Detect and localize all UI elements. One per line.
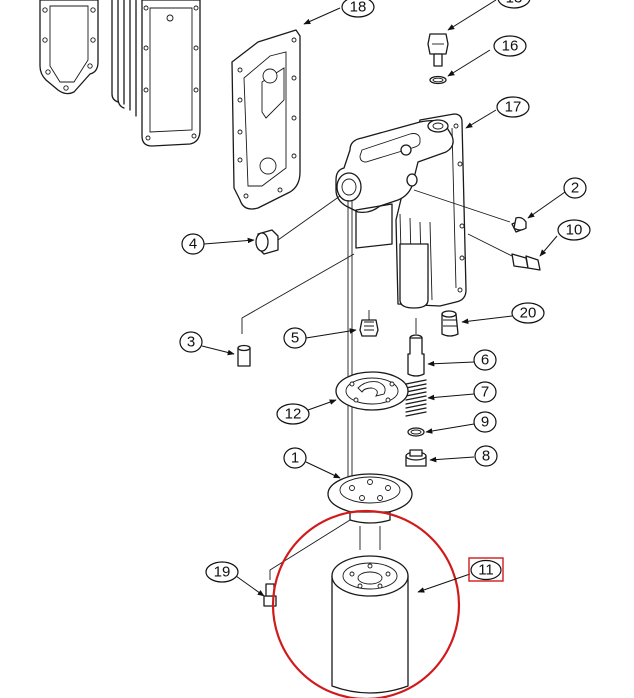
- callout-2: 2: [527, 177, 587, 219]
- o-ring-9: [407, 427, 425, 437]
- plug-4: [255, 195, 341, 255]
- callout-20: 20: [461, 302, 545, 325]
- callout-12: 12: [276, 399, 337, 425]
- callout-8-label: 8: [482, 448, 490, 465]
- bolt-10: [467, 233, 541, 271]
- fitting-5: [359, 310, 379, 337]
- callout-10-label: 10: [566, 222, 583, 239]
- callout-3: 3: [179, 331, 235, 356]
- callout-8: 8: [429, 445, 498, 467]
- valve-cap-20: [441, 310, 459, 337]
- callout-9-label: 9: [481, 414, 489, 431]
- callout-18: 18: [303, 0, 375, 25]
- callout-19: 19: [205, 561, 265, 597]
- callout-4-label: 4: [189, 236, 197, 253]
- callout-11-highlight-box: [468, 557, 504, 582]
- plug-bolt-13: [427, 33, 449, 67]
- valve-plunger-6: [407, 318, 425, 377]
- callout-9: 9: [425, 411, 497, 434]
- callout-5: 5: [283, 327, 357, 349]
- callout-6-label: 6: [481, 352, 489, 369]
- callout-2-label: 2: [571, 180, 579, 197]
- callout-7: 7: [427, 381, 497, 403]
- oil-cooler-gasket-left: [39, 0, 99, 95]
- callout-12-label: 12: [285, 406, 302, 423]
- callout-16: 16: [447, 35, 527, 77]
- callout-6: 6: [427, 349, 497, 371]
- callout-1: 1: [283, 447, 341, 479]
- oil-cooler-core: [111, 0, 201, 147]
- callout-11: 11: [417, 557, 504, 593]
- filter-head-housing-17: [335, 113, 467, 309]
- callout-17: 17: [465, 96, 530, 129]
- callout-3-label: 3: [187, 334, 195, 351]
- callout-4: 4: [181, 233, 255, 255]
- callout-13-label: 13: [506, 0, 523, 7]
- o-ring-16: [429, 75, 447, 85]
- plug-2: [413, 189, 527, 233]
- callout-18-label: 18: [350, 0, 367, 16]
- housing-gasket-18: [231, 29, 301, 210]
- highlight-circle: [271, 509, 461, 698]
- callout-7-label: 7: [481, 384, 489, 401]
- spring-7: [405, 379, 427, 417]
- callout-13: 13: [447, 0, 531, 31]
- callout-16-label: 16: [502, 38, 519, 55]
- plug-8: [405, 449, 427, 467]
- oil-filter-11: [331, 555, 409, 694]
- callout-10: 10: [539, 219, 591, 257]
- dowel-pin-3: [237, 344, 251, 367]
- valve-plate-12: [335, 371, 409, 411]
- callout-20-label: 20: [520, 305, 537, 322]
- callout-17-label: 17: [505, 99, 522, 116]
- callout-1-label: 1: [291, 450, 299, 467]
- callout-5-label: 5: [291, 330, 299, 347]
- callout-19-label: 19: [214, 564, 231, 581]
- callout-11-label: 11: [478, 562, 494, 579]
- filter-adapter-1: [327, 473, 413, 550]
